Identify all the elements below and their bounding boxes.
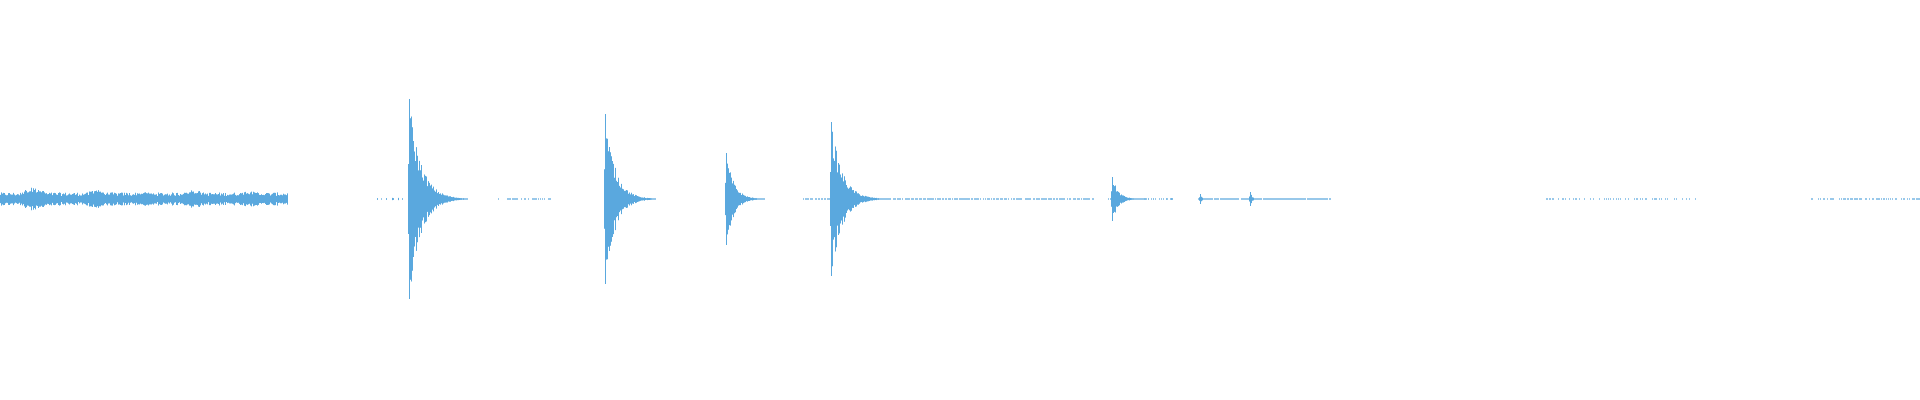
waveform-trace: [0, 99, 1920, 299]
